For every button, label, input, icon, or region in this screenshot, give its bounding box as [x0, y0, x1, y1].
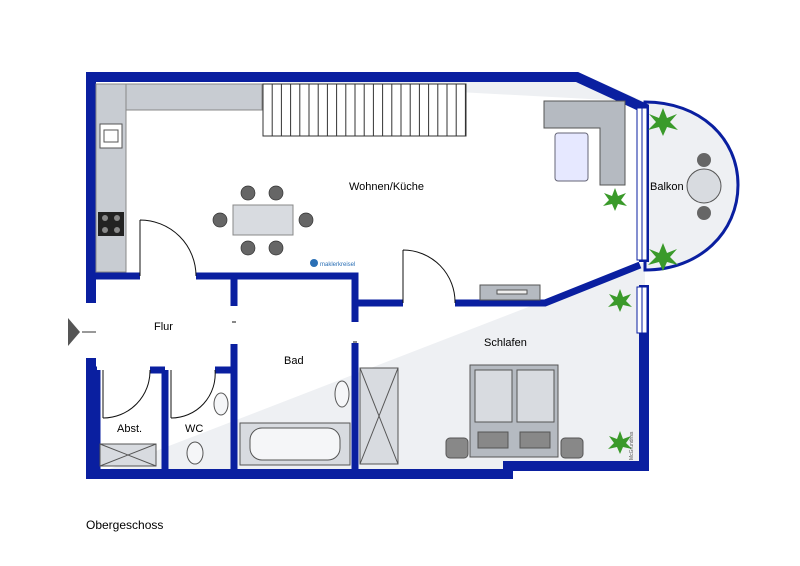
dining-table [212, 185, 314, 256]
room-label-bad: Bad [284, 355, 304, 367]
wardrobe [359, 367, 399, 465]
storage-shelf [99, 443, 157, 467]
kitchen-counter [95, 83, 263, 273]
logo: maklerkreisel [310, 259, 355, 268]
staircase [262, 83, 467, 137]
stove-icon [98, 212, 124, 236]
doors [102, 219, 456, 419]
room-label-schlafen: Schlafen [484, 337, 527, 349]
bathtub [239, 422, 351, 466]
floor-caption: Obergeschoss [86, 518, 164, 532]
svg-text:maklerkreisel: maklerkreisel [320, 262, 355, 268]
entrance-arrow-icon [68, 318, 80, 346]
sofa [543, 100, 626, 186]
sanitary-fixtures [186, 380, 350, 465]
room-label-wohnen: Wohnen/Küche [349, 181, 424, 193]
interior-walls [93, 261, 642, 470]
wc-toilet-icon [186, 441, 204, 465]
double-bed [445, 364, 584, 459]
room-label-wc: WC [185, 423, 203, 435]
sink-icon [99, 123, 123, 149]
room-label-abst: Abst. [117, 423, 142, 435]
credit-text: McGrundriss [629, 431, 635, 460]
room-label-balkon: Balkon [650, 181, 684, 193]
wc-basin-icon [213, 392, 229, 416]
balcony-table [686, 153, 722, 220]
bad-basin-icon [334, 380, 350, 408]
plant-icons [603, 108, 678, 454]
room-label-flur: Flur [154, 321, 173, 333]
floor-area [86, 72, 735, 478]
